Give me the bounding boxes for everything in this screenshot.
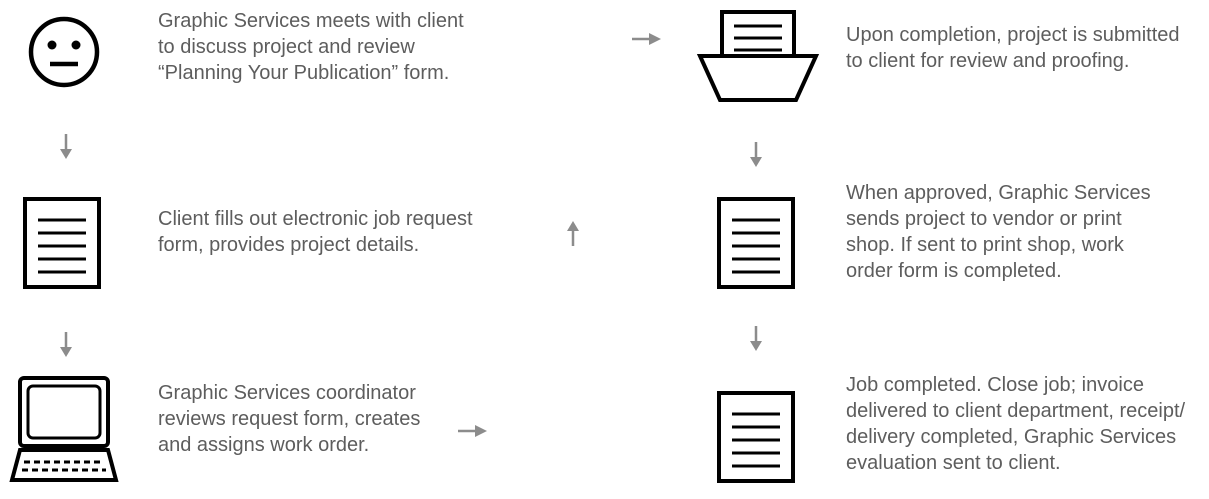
step-coordinator-line: and assigns work order. <box>158 434 370 456</box>
inbox-tray-icon <box>696 8 820 104</box>
neutral-face-icon <box>26 14 102 90</box>
step-submitted-line: to client for review and proofing. <box>846 50 1130 72</box>
step-request-text: Client fills out electronic job request … <box>158 206 473 258</box>
step-coordinator-text: Graphic Services coordinator reviews req… <box>158 380 420 458</box>
step-meet-text: Graphic Services meets with client to di… <box>158 8 464 86</box>
arrow-down-icon <box>749 326 763 352</box>
laptop-icon <box>8 374 120 486</box>
arrow-down-icon <box>59 332 73 358</box>
step-approved-line: order form is completed. <box>846 260 1062 282</box>
arrow-up-icon <box>566 220 580 246</box>
step-submitted-line: Upon completion, project is submitted <box>846 24 1180 46</box>
arrow-right-icon <box>458 424 488 438</box>
step-approved-line: When approved, Graphic Services <box>846 182 1151 204</box>
step-meet-line: Graphic Services meets with client <box>158 10 464 32</box>
step-completed-line: Job completed. Close job; invoice <box>846 374 1144 396</box>
step-submitted-text: Upon completion, project is submitted to… <box>846 22 1180 74</box>
step-request-line: form, provides project details. <box>158 234 420 256</box>
document-icon <box>716 390 796 484</box>
step-request-line: Client fills out electronic job request <box>158 208 473 230</box>
step-completed-line: delivered to client department, receipt/ <box>846 400 1186 422</box>
arrow-right-icon <box>632 32 662 46</box>
arrow-down-icon <box>749 142 763 168</box>
step-meet-line: “Planning Your Publication” form. <box>158 62 450 84</box>
step-coordinator-line: Graphic Services coordinator <box>158 382 416 404</box>
step-completed-line: delivery completed, Graphic Services <box>846 426 1177 448</box>
step-completed-line: evaluation sent to client. <box>846 452 1061 474</box>
document-icon <box>716 196 796 290</box>
arrow-down-icon <box>59 134 73 160</box>
step-completed-text: Job completed. Close job; invoice delive… <box>846 372 1185 476</box>
step-approved-line: sends project to vendor or print <box>846 208 1122 230</box>
step-approved-line: shop. If sent to print shop, work <box>846 234 1124 256</box>
step-approved-text: When approved, Graphic Services sends pr… <box>846 180 1151 284</box>
step-meet-line: to discuss project and review <box>158 36 415 58</box>
document-icon <box>22 196 102 290</box>
step-coordinator-line: reviews request form, creates <box>158 408 421 430</box>
